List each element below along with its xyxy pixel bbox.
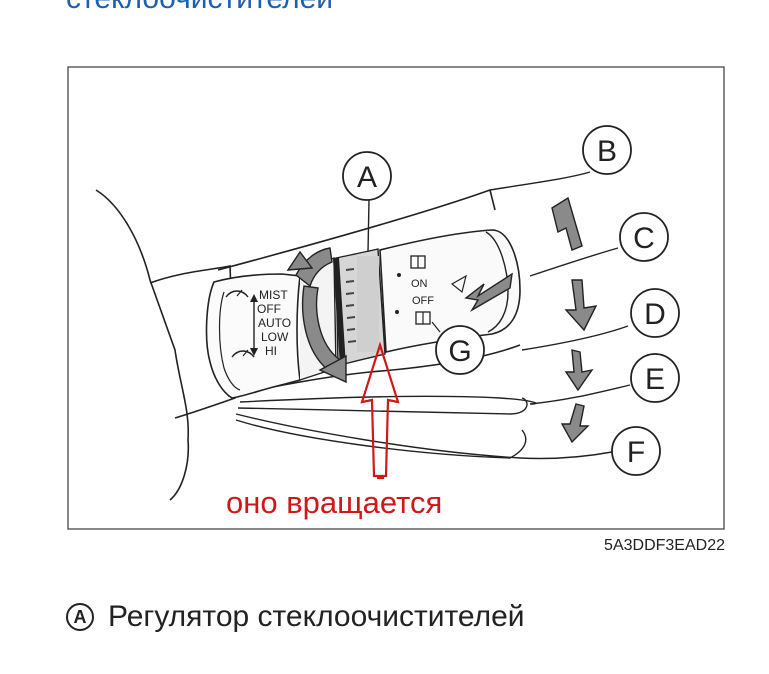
push-arrow-icon xyxy=(464,272,513,312)
svg-text:G: G xyxy=(448,335,471,368)
position-line-c xyxy=(529,247,619,277)
position-line-f xyxy=(235,413,613,460)
leader-a xyxy=(367,199,370,253)
scale-hi-label: HI xyxy=(265,344,277,358)
washer-on-label: ON xyxy=(411,278,428,290)
leader-g xyxy=(431,321,441,333)
annotation-text: оно вращается xyxy=(226,485,442,520)
callout-b: B xyxy=(582,125,632,175)
section-heading: стеклоочистителей xyxy=(66,0,333,16)
svg-text:D: D xyxy=(644,298,666,331)
svg-text:A: A xyxy=(357,161,377,194)
position-line-f-upper xyxy=(235,419,527,459)
steering-column-outline xyxy=(95,189,190,501)
lever-down-arrow-icon xyxy=(564,279,598,332)
wiper-hi-icon xyxy=(231,350,255,358)
callout-d: D xyxy=(630,288,680,338)
scale-mist-label: MIST xyxy=(259,288,288,302)
wiper-mist-icon xyxy=(225,290,249,298)
lever-down-arrow-3-icon xyxy=(560,403,590,444)
annotation-arrow-icon xyxy=(360,341,400,478)
lever-down-arrow-2-icon xyxy=(564,349,594,392)
scale-low-label: LOW xyxy=(261,330,289,344)
callout-g: G xyxy=(435,325,485,375)
svg-text:C: C xyxy=(633,222,655,255)
legend-row: A Регулятор стеклоочистителей xyxy=(66,600,525,634)
figure-code: 5A3DDF3EAD22 xyxy=(604,537,725,554)
svg-text:B: B xyxy=(597,135,617,168)
position-line-e xyxy=(239,384,631,405)
callout-a: A xyxy=(342,151,392,201)
svg-text:F: F xyxy=(627,436,645,469)
legend-badge-a: A xyxy=(66,603,94,631)
legend-text: Регулятор стеклоочистителей xyxy=(108,600,525,633)
position-line-d xyxy=(521,325,629,351)
callout-c: C xyxy=(619,212,669,262)
figure-frame xyxy=(67,66,725,530)
position-line-e-lower xyxy=(237,397,528,415)
lever-up-arrow-icon xyxy=(551,196,583,251)
knob-scale: MIST OFF AUTO LOW HI xyxy=(225,288,291,358)
washer-off-label: OFF xyxy=(412,295,434,307)
svg-text:E: E xyxy=(645,363,665,396)
callout-e: E xyxy=(630,353,680,403)
scale-auto-label: AUTO xyxy=(258,316,291,330)
rotate-arrow-icon xyxy=(286,247,347,384)
rotary-ring-a xyxy=(333,248,386,367)
scale-off-label: OFF xyxy=(257,302,281,316)
callout-f: F xyxy=(611,426,661,476)
lever-end-cap xyxy=(205,273,301,399)
housing-line-top xyxy=(489,171,591,191)
